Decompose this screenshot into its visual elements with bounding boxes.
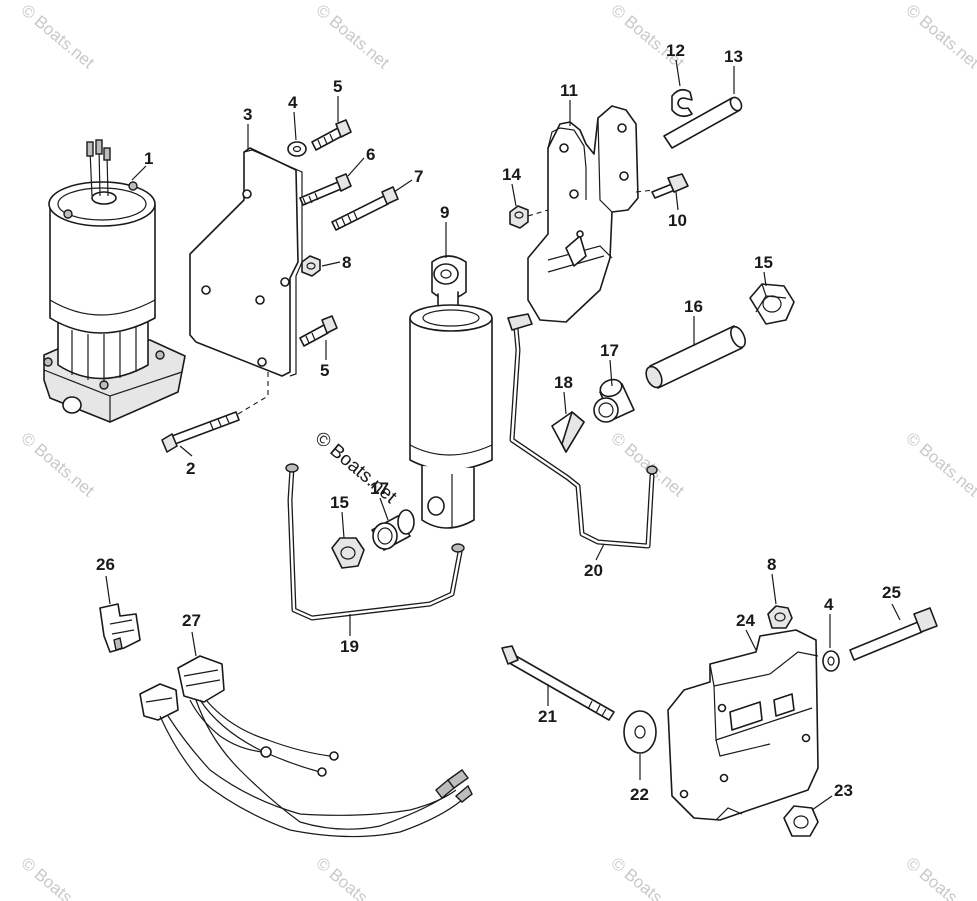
watermark: © Boats.net	[607, 854, 688, 901]
part-18-wedge	[551, 411, 585, 453]
watermark: © Boats.net	[607, 429, 688, 501]
watermark: © Boats.net	[17, 1, 98, 73]
part-15-nut-left	[331, 537, 365, 569]
part-11-bracket	[527, 105, 639, 323]
part-22-washer	[623, 710, 657, 754]
callout-26: 26	[96, 555, 115, 574]
callout-7: 7	[414, 167, 423, 186]
callout-3: 3	[243, 105, 252, 124]
callout-15: 15	[330, 493, 349, 512]
callout-4: 4	[824, 595, 834, 614]
callout-5: 5	[320, 361, 329, 380]
watermark: © Boats.net	[312, 1, 393, 73]
part-4-washer	[287, 141, 307, 157]
part-10-bolt	[651, 173, 689, 199]
callout-8: 8	[767, 555, 776, 574]
callout-17: 17	[600, 341, 619, 360]
callout-15: 15	[754, 253, 773, 272]
part-17-bushing-left	[371, 509, 415, 551]
callout-23: 23	[834, 781, 853, 800]
part-12-e-clip	[671, 88, 693, 118]
watermark: © Boats.net	[902, 854, 977, 901]
part-1-pump-motor	[43, 139, 186, 423]
alignment-line	[527, 209, 549, 217]
callout-17: 17	[370, 479, 389, 498]
callout-labels: 1 2 3 4 5 5 6 7 8 9 10 11 12 13 14 15 15…	[96, 41, 901, 804]
part-25-bolt	[849, 607, 938, 661]
alignment-line	[237, 300, 269, 415]
callout-10: 10	[668, 211, 687, 230]
part-14-bushing	[509, 205, 529, 229]
part-26-connector	[99, 603, 141, 653]
callout-18: 18	[554, 373, 573, 392]
part-20-hydraulic-line	[507, 313, 658, 549]
watermark: © Boats.net	[902, 1, 977, 73]
part-5-bolt-top	[311, 119, 352, 151]
part-16-pivot-pin	[645, 325, 746, 389]
callout-11: 11	[560, 81, 578, 100]
callout-2: 2	[186, 459, 195, 478]
callout-9: 9	[440, 203, 449, 222]
callout-19: 19	[340, 637, 359, 656]
callout-25: 25	[882, 583, 901, 602]
part-15-nut-right	[749, 283, 795, 325]
watermark: © Boats.net	[17, 854, 98, 901]
part-6-bolt	[299, 173, 352, 206]
watermark: © Boats.net	[17, 429, 98, 501]
callout-24: 24	[736, 611, 755, 630]
watermark: © Boats.net	[312, 854, 393, 901]
callout-4: 4	[288, 93, 298, 112]
part-17-bushing-right	[593, 378, 635, 423]
callout-16: 16	[684, 297, 703, 316]
overlay-watermark: © Boats.net	[311, 428, 401, 509]
leader-lines	[105, 59, 901, 811]
part-5-bolt-bottom	[299, 315, 338, 347]
part-8-nut	[301, 255, 321, 277]
watermark: © Boats.net	[902, 429, 977, 501]
part-19-hydraulic-line	[285, 463, 465, 621]
callout-12: 12	[666, 41, 685, 60]
part-21-long-bolt	[501, 645, 615, 721]
callout-14: 14	[502, 165, 521, 184]
part-7-bolt	[331, 186, 399, 231]
callout-1: 1	[144, 149, 153, 168]
callout-6: 6	[366, 145, 375, 164]
callout-8: 8	[342, 253, 351, 272]
callout-22: 22	[630, 785, 649, 804]
part-9-trim-cylinder	[409, 255, 493, 529]
callout-13: 13	[724, 47, 743, 66]
part-4-washer-lower	[822, 650, 840, 672]
watermark-layer: © Boats.net © Boats.net © Boats.net © Bo…	[17, 1, 977, 901]
part-24-lower-bracket	[667, 629, 819, 821]
part-3-mounting-plate	[189, 147, 303, 377]
part-2-long-bolt	[161, 411, 240, 453]
part-27-wiring-harness	[139, 655, 473, 838]
part-13-pin	[663, 96, 743, 149]
callout-20: 20	[584, 561, 603, 580]
callout-21: 21	[538, 707, 557, 726]
part-8-nut-lower	[767, 605, 793, 629]
alignment-line	[635, 189, 655, 193]
callout-27: 27	[182, 611, 201, 630]
callout-5: 5	[333, 77, 342, 96]
part-23-nut	[783, 805, 819, 837]
